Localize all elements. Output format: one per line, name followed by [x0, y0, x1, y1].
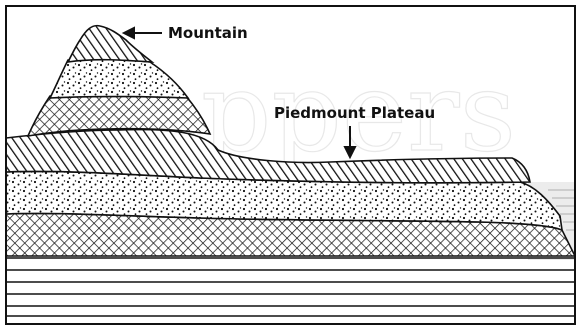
- mountain-peak: [68, 26, 152, 62]
- mountain-arrow: [124, 28, 162, 38]
- mountain-label: Mountain: [168, 24, 248, 42]
- plateau-label: Piedmount Plateau: [274, 104, 435, 122]
- bedrock-strata: [6, 258, 581, 316]
